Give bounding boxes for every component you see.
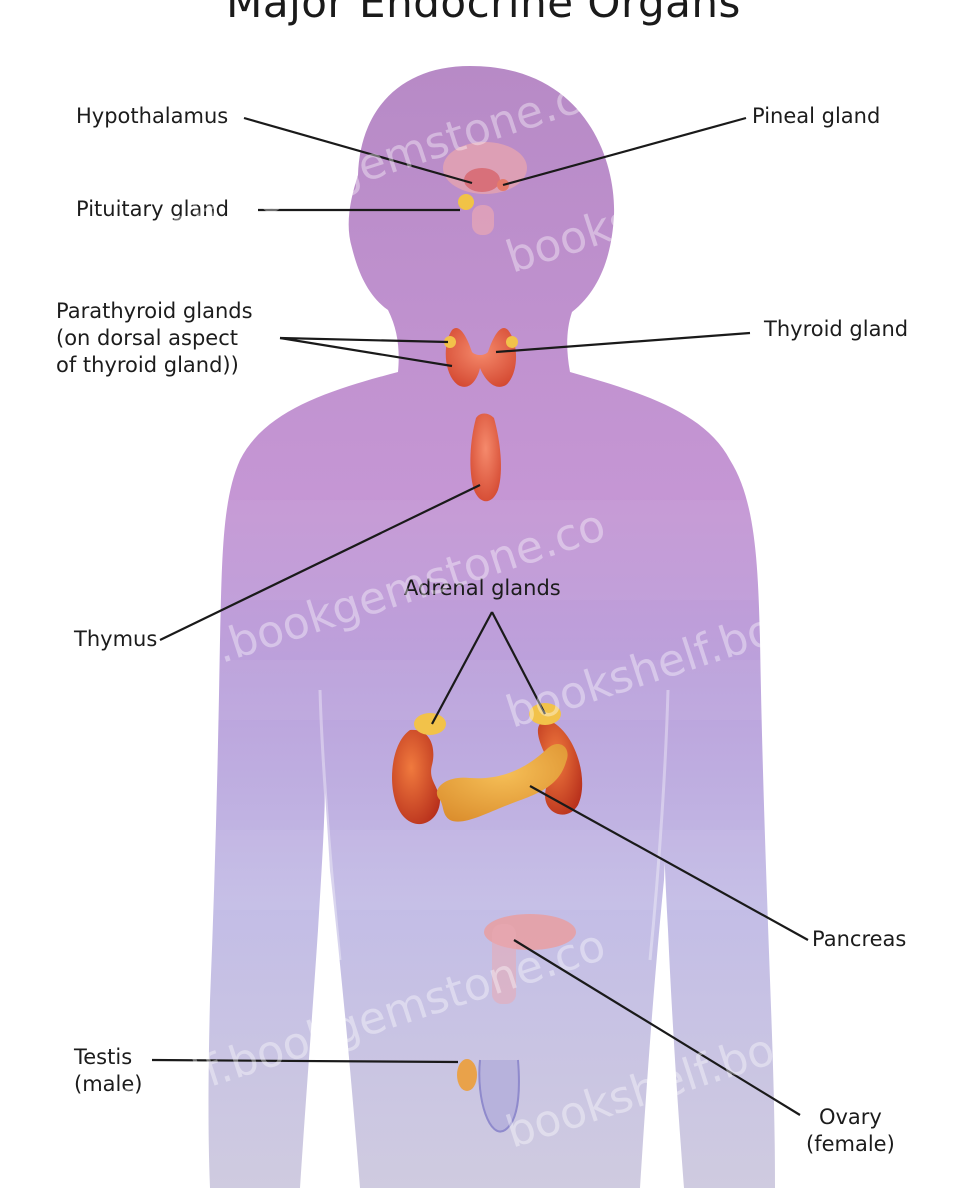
- label-testis-line-2: (male): [74, 1071, 142, 1098]
- label-ovary: Ovary (female): [806, 1104, 895, 1158]
- testis-organ: [457, 1059, 477, 1091]
- label-thyroid-gland: Thyroid gland: [764, 316, 908, 343]
- body-silhouette: [209, 66, 776, 1188]
- label-adrenal-glands: Adrenal glands: [404, 575, 561, 602]
- label-testis: Testis (male): [74, 1044, 142, 1098]
- label-parathyroid-line-2: (on dorsal aspect: [56, 325, 253, 352]
- label-testis-line-1: Testis: [74, 1044, 142, 1071]
- label-pancreas: Pancreas: [812, 926, 906, 953]
- label-parathyroid-line-3: of thyroid gland)): [56, 352, 253, 379]
- label-ovary-line-2: (female): [806, 1131, 895, 1158]
- label-hypothalamus: Hypothalamus: [76, 103, 228, 130]
- label-thymus: Thymus: [74, 626, 157, 653]
- pituitary-organ: [458, 194, 474, 210]
- label-parathyroid-line-1: Parathyroid glands: [56, 298, 253, 325]
- diagram-title: Major Endocrine Organs: [0, 0, 967, 27]
- label-parathyroid-glands: Parathyroid glands (on dorsal aspect of …: [56, 298, 253, 379]
- label-ovary-line-1: Ovary: [806, 1104, 895, 1131]
- label-pineal-gland: Pineal gland: [752, 103, 880, 130]
- left-adrenal-organ: [414, 713, 446, 735]
- label-pituitary-gland: Pituitary gland: [76, 196, 229, 223]
